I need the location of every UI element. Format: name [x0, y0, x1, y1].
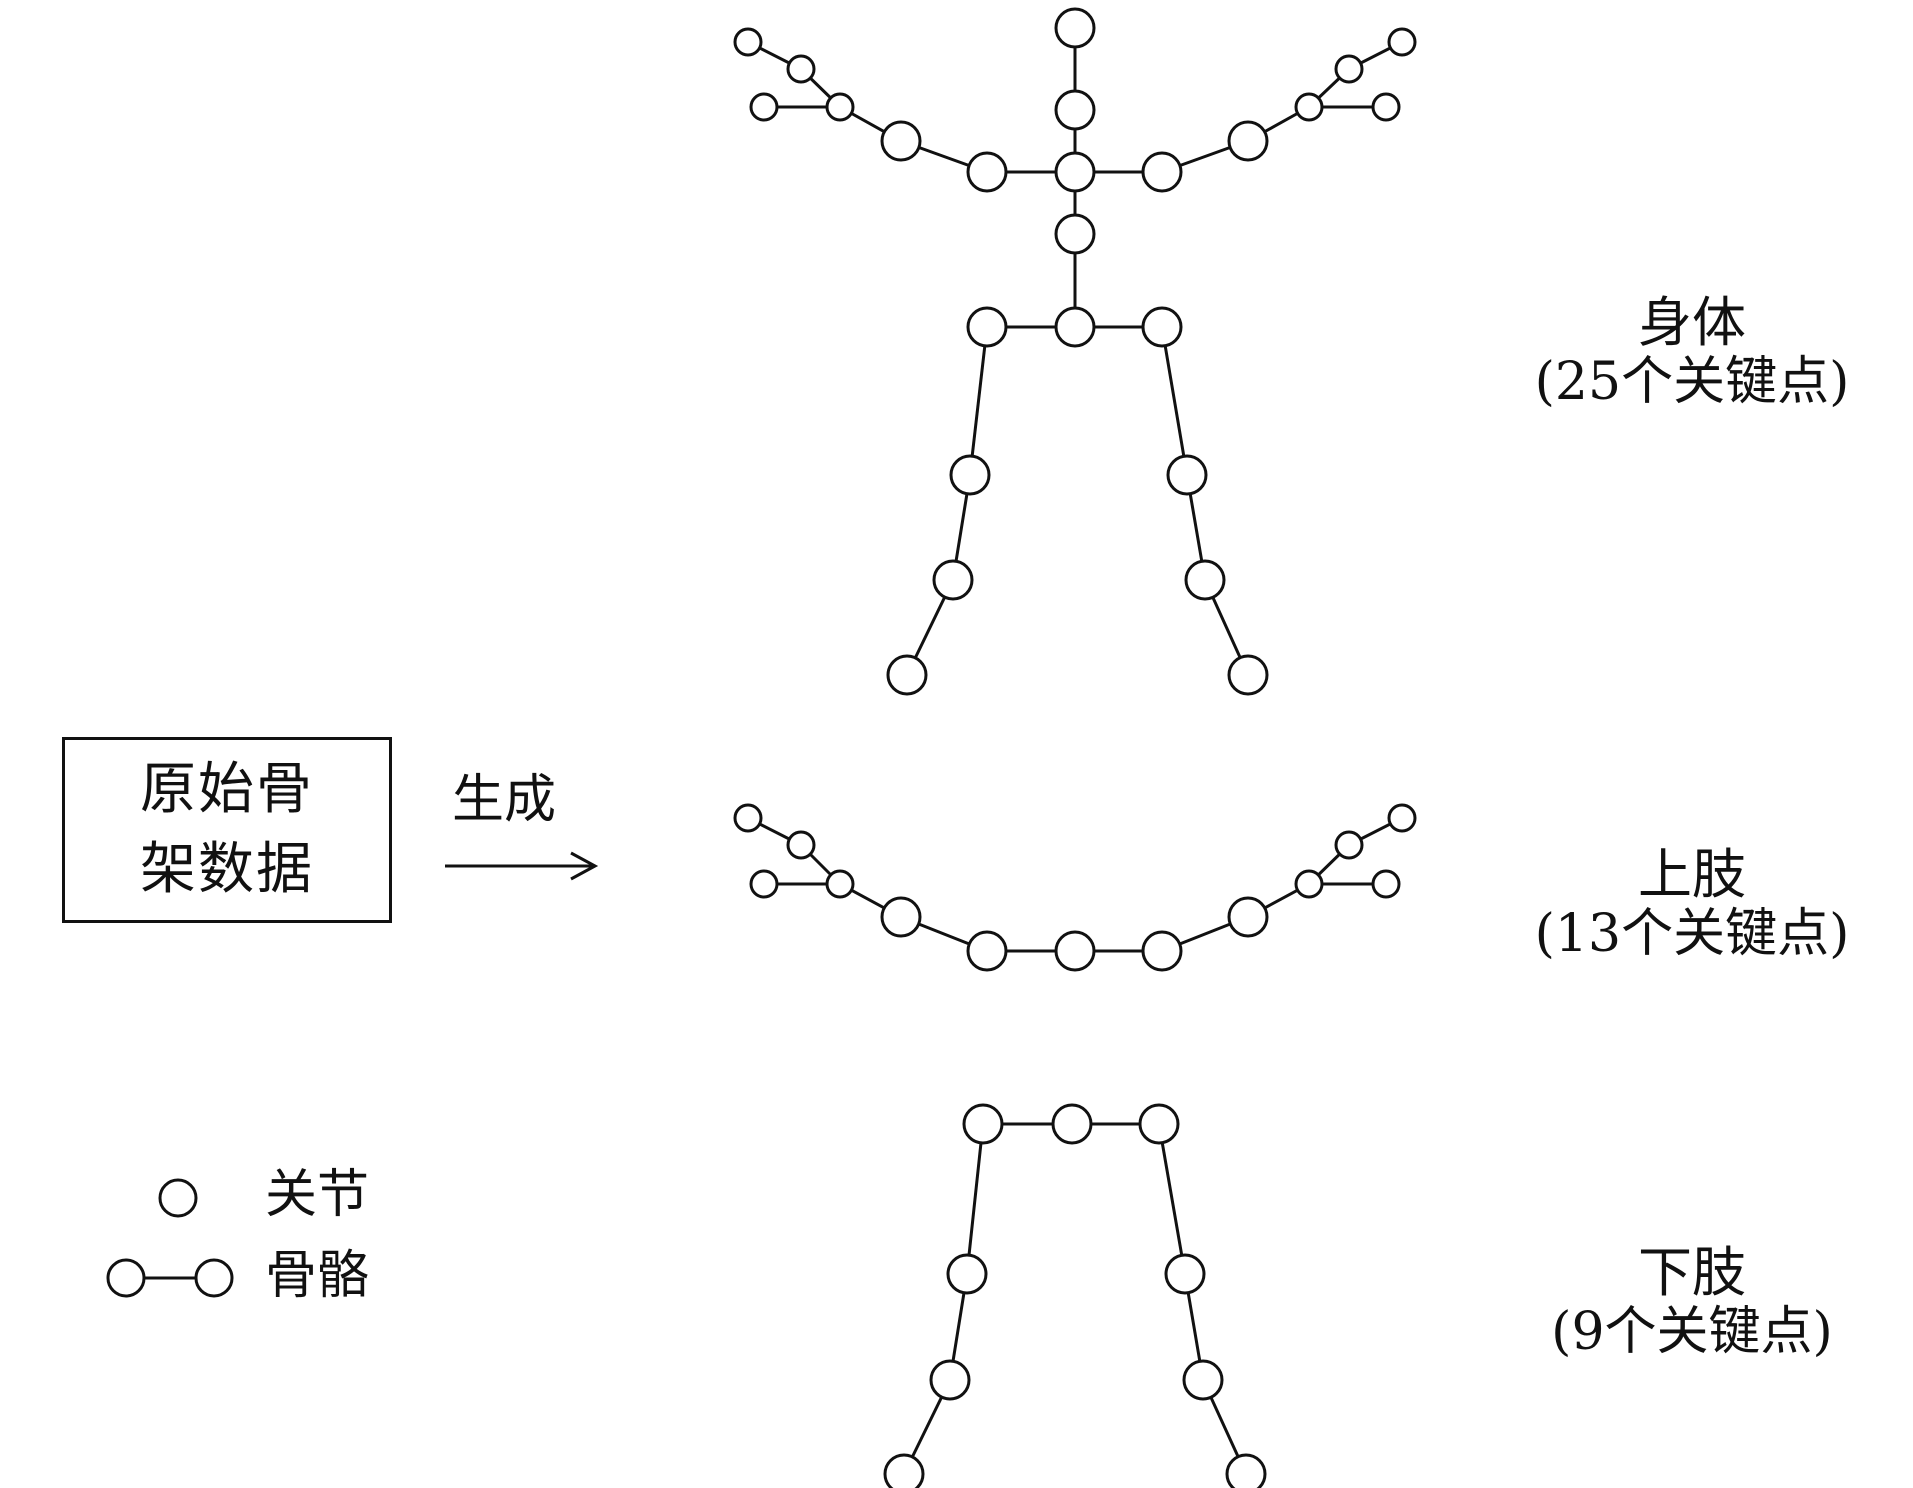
caption-upper-name: 上肢	[1638, 843, 1746, 906]
caption-upper-count: (13个关键点)	[1534, 904, 1850, 964]
caption-body: 身体 (25个关键点)	[1482, 291, 1902, 412]
body-skeleton	[733, 7, 1417, 696]
legend-bone-icon	[106, 1258, 234, 1298]
joint	[733, 27, 763, 57]
joint	[1054, 213, 1096, 255]
joint	[786, 54, 816, 84]
joint	[962, 1103, 1004, 1145]
joint	[1294, 92, 1324, 122]
joint	[1334, 830, 1364, 860]
caption-upper: 上肢 (13个关键点)	[1482, 843, 1902, 964]
joint	[1054, 306, 1096, 348]
upper-limb-skeleton	[733, 803, 1417, 972]
joint	[1051, 1103, 1093, 1145]
source-box-line-2: 架数据	[140, 837, 314, 902]
joint	[1182, 1359, 1224, 1401]
joint	[1184, 559, 1226, 601]
joint	[1141, 930, 1183, 972]
joint	[966, 930, 1008, 972]
caption-lower: 下肢 (9个关键点)	[1482, 1241, 1902, 1362]
bone	[1160, 326, 1189, 476]
bone	[1157, 1123, 1187, 1275]
caption-body-count: (25个关键点)	[1534, 352, 1850, 412]
joint	[1334, 54, 1364, 84]
legend-joint-label: 关节	[265, 1165, 370, 1225]
joint	[946, 1253, 988, 1295]
joint	[880, 896, 922, 938]
joint	[1054, 89, 1096, 131]
caption-body-name: 身体	[1638, 291, 1746, 354]
caption-lower-name: 下肢	[1638, 1241, 1746, 1304]
source-box-line-1: 原始骨	[140, 757, 314, 822]
joint	[966, 151, 1008, 193]
lower-limb-skeleton	[883, 1103, 1267, 1488]
joint	[1227, 120, 1269, 162]
legend-bone-label: 骨骼	[265, 1246, 370, 1306]
bone	[968, 326, 989, 476]
joint	[825, 869, 855, 899]
joint	[1294, 869, 1324, 899]
joint	[749, 869, 779, 899]
generate-arrow	[445, 851, 599, 881]
joint	[1371, 869, 1401, 899]
joint	[1227, 654, 1269, 696]
joint	[932, 559, 974, 601]
joint	[929, 1359, 971, 1401]
joint	[966, 306, 1008, 348]
joint	[1225, 1453, 1267, 1488]
joint	[880, 120, 922, 162]
arrow-label: 生成	[452, 770, 557, 830]
joint	[1166, 454, 1208, 496]
joint	[1141, 151, 1183, 193]
joint	[786, 830, 816, 860]
joint	[1387, 803, 1417, 833]
joint	[1371, 92, 1401, 122]
joint	[886, 654, 928, 696]
joint	[1227, 896, 1269, 938]
legend-joint-icon	[158, 1178, 198, 1218]
source-data-box: 原始骨 架数据	[62, 737, 392, 923]
joint	[883, 1453, 925, 1488]
joint	[825, 92, 855, 122]
joint	[1164, 1253, 1206, 1295]
caption-lower-count: (9个关键点)	[1551, 1302, 1833, 1362]
joint	[1141, 306, 1183, 348]
joint	[1387, 27, 1417, 57]
joint	[1138, 1103, 1180, 1145]
joint	[1054, 151, 1096, 193]
joint	[749, 92, 779, 122]
joint	[733, 803, 763, 833]
joint	[949, 454, 991, 496]
joint	[1054, 7, 1096, 49]
bone	[965, 1123, 985, 1275]
joint	[1054, 930, 1096, 972]
